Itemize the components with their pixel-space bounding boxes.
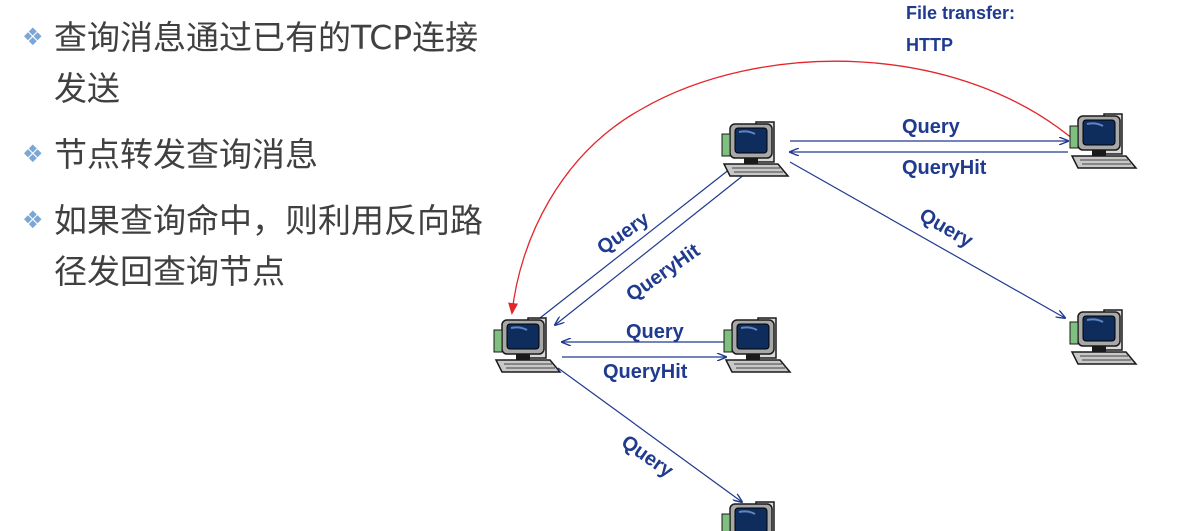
computer-icon [1069, 309, 1137, 365]
arrow-query [539, 165, 735, 319]
file-transfer-arrow [508, 60, 1081, 315]
bullet-item: ❖ 如果查询命中，则利用反向路径发回查询节点 [22, 195, 502, 297]
arrow-query [789, 161, 1065, 318]
bullet-list: ❖ 查询消息通过已有的TCP连接发送 ❖ 节点转发查询消息 ❖ 如果查询命中，则… [22, 12, 502, 312]
computer-icon [721, 121, 789, 177]
queryhit-label: QueryHit [902, 157, 987, 179]
bullet-item: ❖ 节点转发查询消息 [22, 129, 502, 180]
arrow-query [557, 367, 742, 502]
diamond-bullet-icon: ❖ [22, 140, 44, 168]
computer-icon [721, 501, 789, 531]
query-label: Query [617, 431, 678, 483]
http-label: HTTP [906, 35, 953, 55]
bullet-text: 查询消息通过已有的TCP连接发送 [54, 18, 479, 108]
computer-icon [723, 317, 791, 373]
query-label: Query [593, 207, 654, 259]
file-transfer-label: File transfer: [906, 3, 1015, 23]
queryhit-label: QueryHit [622, 239, 704, 306]
computer-icon [1069, 113, 1137, 169]
query-label: Query [902, 116, 961, 138]
bullet-item: ❖ 查询消息通过已有的TCP连接发送 [22, 12, 502, 114]
bullet-text: 节点转发查询消息 [54, 135, 318, 174]
computer-icon [493, 317, 561, 373]
diamond-bullet-icon: ❖ [22, 23, 44, 51]
bullet-text: 如果查询命中，则利用反向路径发回查询节点 [54, 201, 483, 291]
diamond-bullet-icon: ❖ [22, 206, 44, 234]
arrow-queryhit [555, 173, 746, 325]
query-label: Query [916, 204, 978, 252]
query-label: Query [626, 321, 685, 343]
queryhit-label: QueryHit [603, 361, 688, 383]
